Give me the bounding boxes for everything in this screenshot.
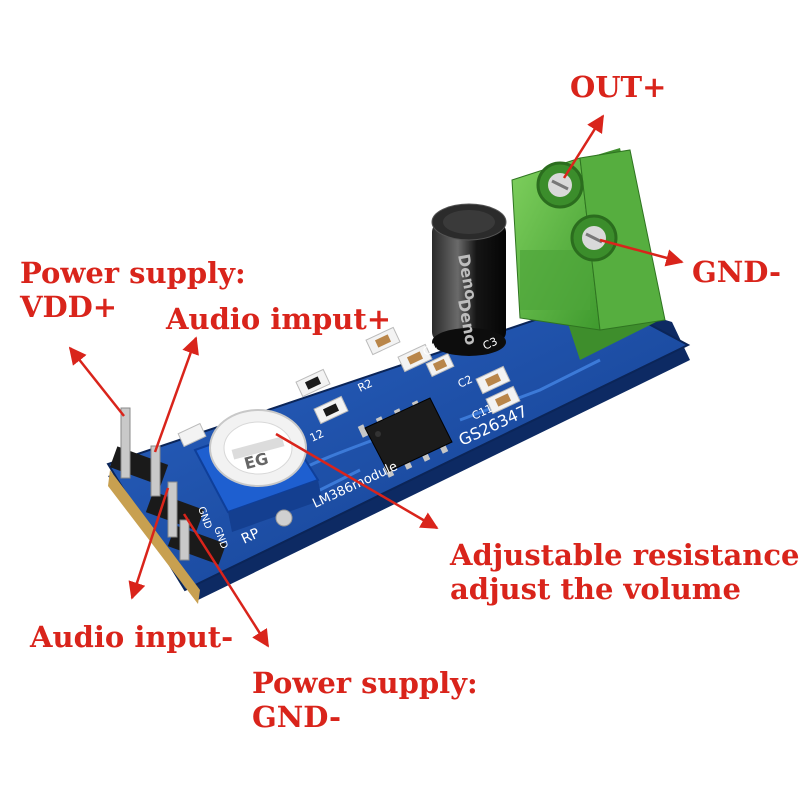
arrow-out-plus	[562, 114, 605, 179]
label-gnd-terminal: GND-	[692, 255, 781, 289]
label-out-plus: OUT+	[570, 70, 667, 104]
label-c3: C3	[481, 335, 500, 353]
potentiometer: EG	[193, 409, 322, 532]
label-power-gnd: Power supply: GND-	[252, 666, 478, 734]
arrow-adjustable-resistance	[275, 432, 439, 530]
arrow-gnd-terminal	[599, 238, 684, 267]
label-adjustable-resistance: Adjustable resistance: adjust the volume	[450, 538, 800, 606]
label-r2: R2	[356, 377, 375, 395]
label-power-gnd-line1: Power supply:	[252, 666, 478, 700]
arrow-power-gnd	[182, 513, 270, 648]
label-adjustable-line2: adjust the volume	[450, 572, 741, 606]
label-power-vdd: Power supply: VDD+	[20, 256, 246, 324]
arrow-vdd	[68, 346, 125, 417]
screw-terminal	[511, 148, 666, 360]
label-c4: C4	[421, 341, 440, 359]
pot-label: RP	[239, 525, 262, 547]
label-ic: 12	[308, 427, 326, 445]
label-r1: R1	[336, 357, 355, 375]
lm386-chip	[357, 397, 453, 478]
arrow-audio-plus	[153, 336, 199, 453]
label-power-gnd-line2: GND-	[252, 700, 341, 734]
label-audio-input-minus: Audio input-	[30, 620, 234, 654]
label-audio-input-plus: Audio imput+	[166, 302, 392, 336]
label-c1: C1	[414, 318, 433, 336]
electrolytic-capacitor: Deno Deno	[431, 203, 507, 356]
smd-components	[177, 326, 521, 448]
label-adjustable-line1: Adjustable resistance:	[450, 538, 800, 572]
label-power-vdd-line2: VDD+	[20, 290, 118, 324]
label-c2: C2	[456, 373, 475, 391]
arrow-audio-minus	[128, 487, 170, 600]
label-power-vdd-line1: Power supply:	[20, 256, 246, 290]
callout-arrows	[68, 114, 684, 648]
